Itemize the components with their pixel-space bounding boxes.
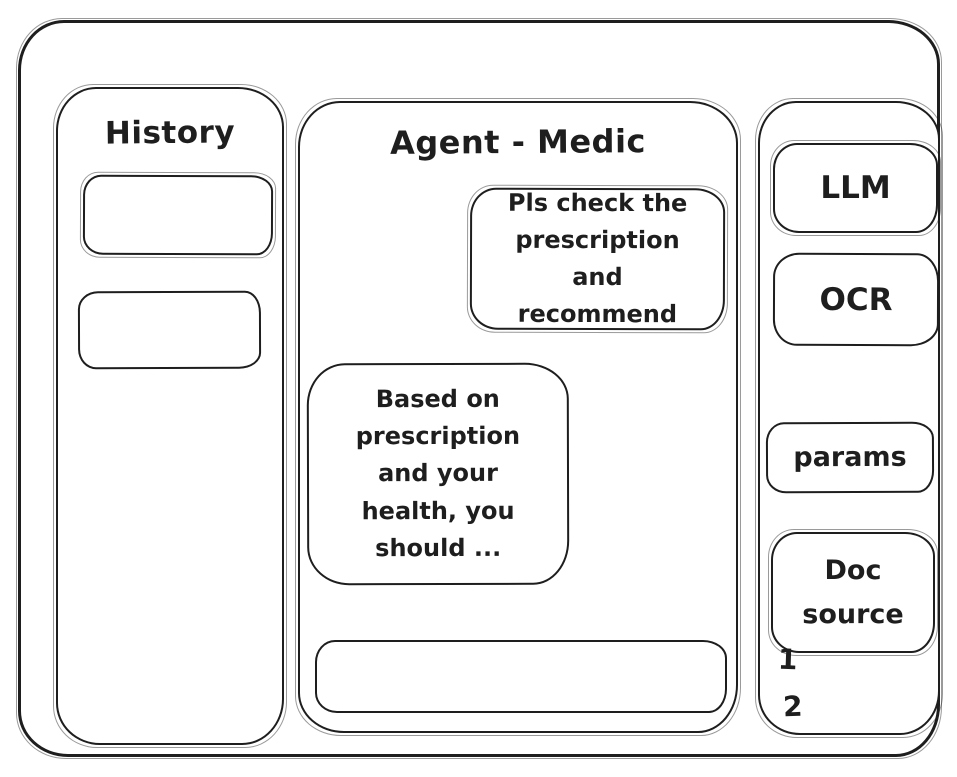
app-frame: History Agent - Medic Pls check the pres… (16, 18, 943, 759)
chat-title: Agent - Medic (389, 122, 647, 162)
history-title: History (104, 114, 236, 152)
params-button[interactable]: params (765, 421, 935, 494)
user-message-bubble: Pls check the prescription and recommend (469, 187, 726, 331)
tools-panel: LLM OCR params Doc source 1 2 (755, 98, 943, 738)
llm-button[interactable]: LLM (770, 140, 941, 236)
doc-source-item-1[interactable]: 1 (777, 642, 799, 677)
message-input[interactable] (315, 640, 727, 713)
history-item[interactable] (82, 174, 274, 256)
assistant-message-bubble: Based on prescription and your health, y… (306, 362, 570, 586)
ocr-button[interactable]: OCR (772, 252, 940, 347)
ocr-button-label: OCR (819, 281, 893, 318)
doc-source-button-label: Doc source (802, 555, 904, 630)
params-button-label: params (793, 441, 907, 474)
doc-source-button[interactable]: Doc source (768, 529, 938, 656)
llm-button-label: LLM (820, 170, 891, 206)
doc-source-item-2[interactable]: 2 (782, 689, 804, 724)
chat-panel: Agent - Medic Pls check the prescription… (295, 98, 741, 736)
history-item[interactable] (77, 290, 262, 370)
history-panel: History (53, 84, 287, 748)
